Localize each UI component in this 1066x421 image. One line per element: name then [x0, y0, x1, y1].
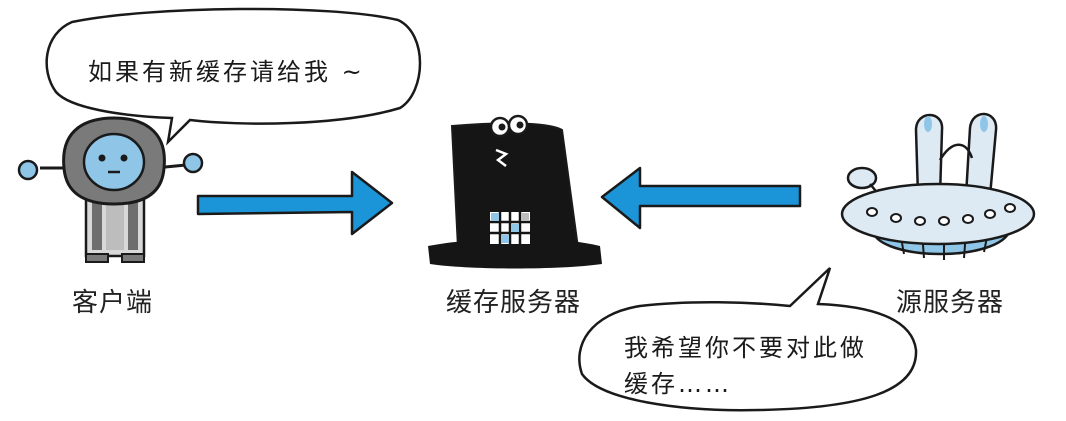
cache-server-label: 缓存服务器: [446, 288, 582, 318]
origin-server-label: 源服务器: [896, 288, 1005, 318]
cache-server-hat-icon: [428, 114, 602, 269]
client-speech-text: 如果有新缓存请给我 ~: [88, 58, 365, 86]
client-speech-bubble: [45, 7, 422, 146]
request-arrow: [196, 170, 394, 236]
origin-server-ufo-icon: [840, 112, 1036, 260]
origin-speech-line1: 我希望你不要对此做: [624, 334, 867, 362]
origin-speech-bubble: [578, 267, 918, 412]
origin-speech-line2: 缓存……: [624, 370, 732, 398]
client-robot-icon: [17, 116, 204, 263]
response-arrow: [600, 166, 802, 230]
client-label: 客户端: [72, 288, 154, 318]
